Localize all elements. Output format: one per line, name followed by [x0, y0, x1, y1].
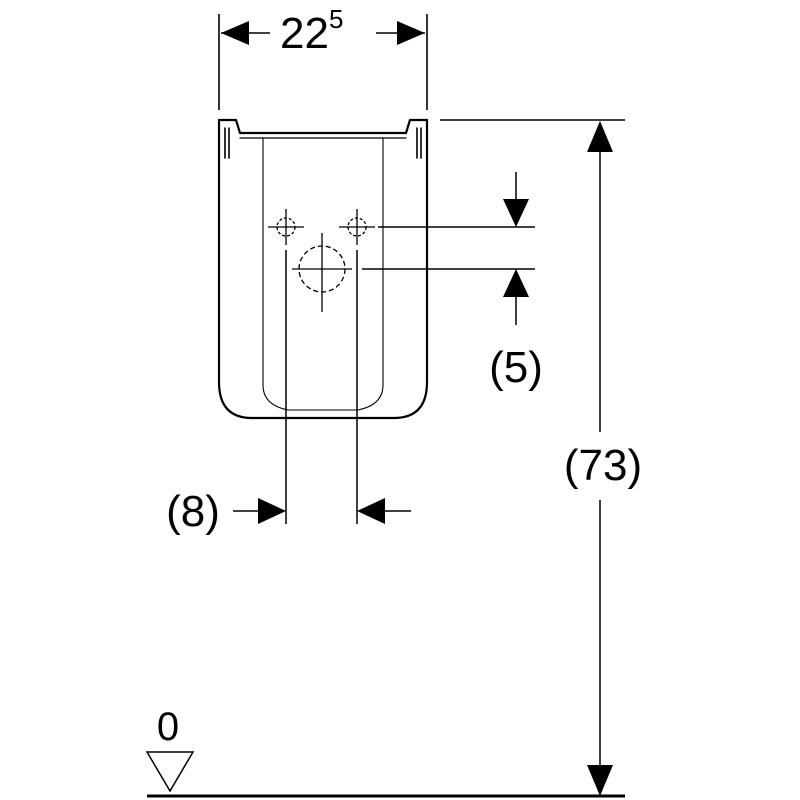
width-dimension: [218, 14, 428, 110]
width-label-main: 22: [280, 9, 329, 58]
total-height-dimension: [440, 119, 625, 796]
product-body: [217, 118, 429, 420]
width-label-superscript: 5: [329, 4, 343, 34]
width-label: 225: [280, 4, 343, 58]
inner-contour: [262, 137, 384, 411]
total-height-arrow-bottom: [587, 765, 613, 796]
width-arrow-left: [221, 21, 249, 45]
floor-level-triangle: [145, 751, 195, 793]
side-offset-dimension: [233, 250, 411, 524]
product-outline: [217, 118, 429, 420]
valve-spacing-label: (5): [489, 343, 543, 392]
floor-reference: [145, 751, 625, 798]
side-offset-arrow-left: [258, 498, 286, 524]
side-offset-label: (8): [166, 487, 220, 536]
width-arrow-right: [397, 21, 425, 45]
total-height-arrow-top: [587, 121, 613, 152]
connection-symbols: [268, 209, 375, 312]
valve-spacing-arrow-bottom: [503, 269, 529, 297]
valve-spacing-arrow-top: [503, 199, 529, 227]
floor-level-label: 0: [157, 705, 179, 749]
total-height-label: (73): [564, 441, 642, 490]
valve-spacing-dimension: [362, 172, 535, 325]
side-offset-arrow-right: [357, 498, 385, 524]
